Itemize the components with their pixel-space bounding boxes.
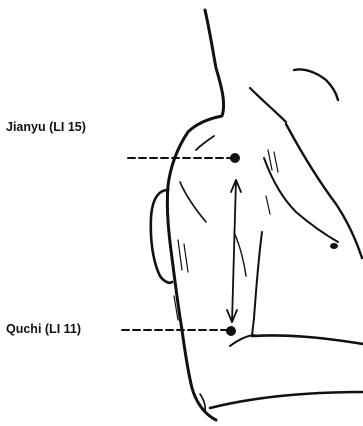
measure-line (232, 180, 236, 322)
quchi-point (226, 326, 236, 336)
forearm-lower-edge (210, 392, 363, 408)
jianyu-point (230, 153, 240, 163)
arm-inner-edge (252, 232, 262, 336)
deltoid-detail (196, 136, 214, 150)
shoulder-outline (167, 10, 223, 420)
forearm-upper-edge (252, 335, 363, 344)
label-jianyu: Jianyu (LI 15) (6, 120, 86, 134)
elbow-crease (230, 335, 254, 346)
label-quchi: Quchi (LI 11) (6, 322, 81, 336)
pectoral-line (264, 158, 338, 242)
biceps-detail (234, 232, 246, 276)
neck-side (250, 88, 286, 122)
nipple-mark (330, 243, 338, 249)
torso-side (286, 124, 362, 258)
neck-line (294, 69, 338, 100)
deltoid-detail-2 (180, 182, 206, 222)
chest-hatching (266, 150, 278, 214)
